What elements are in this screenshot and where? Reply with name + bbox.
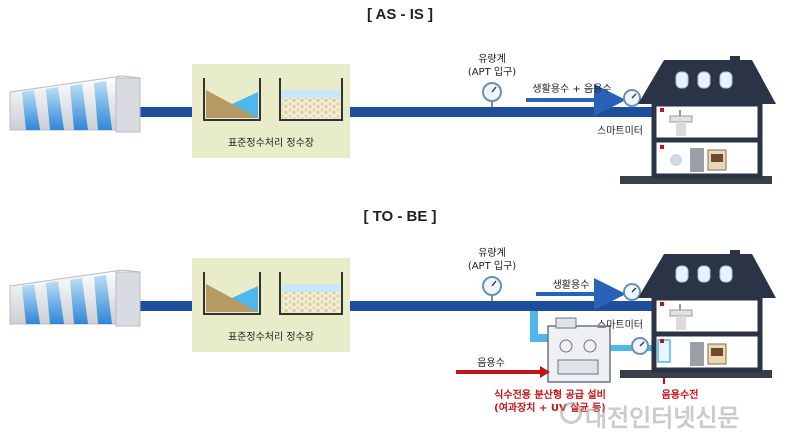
to-be-smart-meter-label: 스마트미터 <box>597 320 643 331</box>
watermark-logo-icon <box>560 402 582 424</box>
to-be-title: [ TO - BE ] <box>363 208 437 225</box>
to-be-faucet-label: 음용수전 <box>661 390 699 401</box>
as-is-section <box>9 56 776 184</box>
as-is-smart-meter-icon <box>623 89 641 107</box>
to-be-main-pipe <box>115 301 660 311</box>
as-is-meter-label-2: (APT 입구) <box>467 67 517 78</box>
to-be-device-label-1: 식수전용 분산형 공급 설비 <box>494 390 606 401</box>
to-be-house-icon <box>620 250 776 378</box>
as-is-flow-label: 생활용수 + 음용수 <box>532 84 612 95</box>
as-is-title: [ AS - IS ] <box>366 6 434 23</box>
to-be-device-label-2: (여과장치 + UV 살균 등) <box>494 403 606 414</box>
to-be-smart-meter-icon <box>623 283 641 301</box>
to-be-dam-icon <box>9 269 141 327</box>
to-be-branch-pipe <box>530 311 548 342</box>
to-be-drinking-meter-icon <box>631 337 649 355</box>
to-be-flow-label: 생활용수 <box>552 280 590 291</box>
to-be-section <box>9 250 776 384</box>
as-is-smart-meter-label: 스마트미터 <box>597 126 643 137</box>
to-be-drinking-water-label: 음용수 <box>477 358 505 369</box>
to-be-treatment-plant <box>192 258 350 352</box>
as-is-main-pipe <box>115 107 660 117</box>
as-is-flow-meter-icon <box>482 82 502 107</box>
to-be-meter-label-1: 유량계 <box>478 248 506 259</box>
to-be-meter-label-2: (APT 입구) <box>467 261 517 272</box>
watermark: 대전인터넷신문 <box>585 404 740 432</box>
as-is-meter-label-1: 유량계 <box>478 54 506 65</box>
to-be-flow-meter-icon <box>482 276 502 301</box>
as-is-dam-icon <box>9 75 141 133</box>
to-be-supply-device-icon <box>547 317 611 383</box>
as-is-house-icon <box>620 56 776 184</box>
as-is-plant-label: 표준정수처리 정수장 <box>228 138 314 149</box>
as-is-treatment-plant <box>192 64 350 158</box>
to-be-plant-label: 표준정수처리 정수장 <box>228 332 314 343</box>
